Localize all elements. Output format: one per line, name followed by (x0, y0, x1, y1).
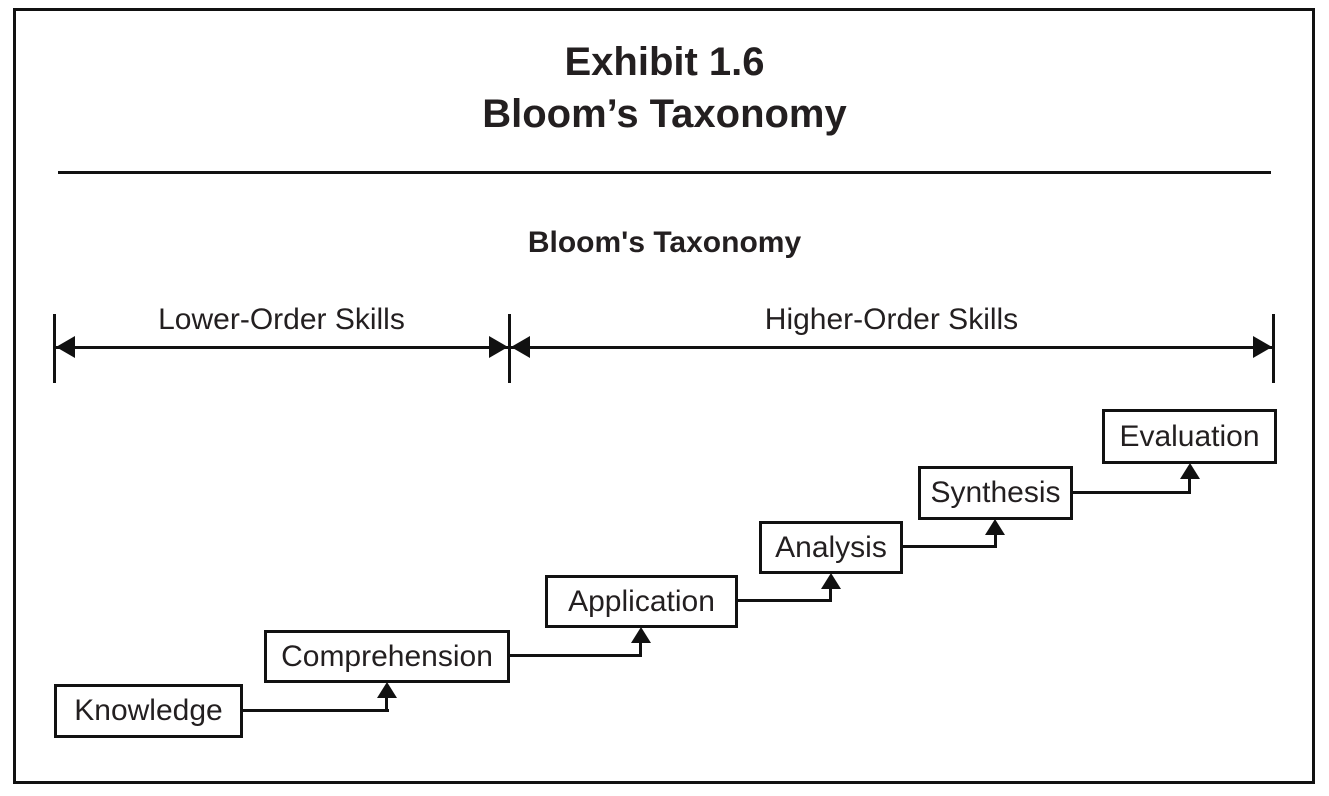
page-border-frame (13, 8, 1315, 784)
exhibit-number-title: Exhibit 1.6 (564, 40, 765, 84)
connector-comprehension-application-line (509, 654, 642, 657)
connector-arrowhead-up-icon (985, 519, 1005, 535)
connector-analysis-synthesis-stem (994, 533, 997, 548)
arrowhead-right-icon (1253, 336, 1272, 358)
title-divider-rule (58, 171, 1271, 174)
connector-application-analysis-line (737, 599, 832, 602)
lower-order-skills-label: Lower-Order Skills (158, 303, 405, 336)
step-box-comprehension: Comprehension (264, 630, 510, 683)
lower-order-arrow-line (54, 346, 510, 349)
connector-synthesis-evaluation-line (1072, 491, 1191, 494)
connector-arrowhead-up-icon (377, 682, 397, 698)
range-tick-right (1272, 314, 1275, 383)
step-box-synthesis: Synthesis (918, 466, 1073, 520)
connector-arrowhead-up-icon (631, 627, 651, 643)
arrowhead-left-icon (511, 336, 530, 358)
step-box-knowledge: Knowledge (54, 684, 243, 738)
connector-knowledge-comprehension-stem (385, 697, 388, 712)
connector-arrowhead-up-icon (1180, 463, 1200, 479)
range-tick-left (53, 314, 56, 383)
higher-order-arrow-line (510, 346, 1274, 349)
exhibit-title: Bloom’s Taxonomy (482, 92, 847, 136)
connector-analysis-synthesis-line (902, 545, 997, 548)
connector-application-analysis-stem (829, 587, 832, 602)
step-box-evaluation: Evaluation (1102, 409, 1277, 464)
connector-arrowhead-up-icon (821, 573, 841, 589)
higher-order-skills-label: Higher-Order Skills (764, 303, 1019, 336)
diagram-title: Bloom's Taxonomy (527, 226, 802, 259)
connector-synthesis-evaluation-stem (1188, 477, 1191, 494)
step-box-analysis: Analysis (759, 521, 903, 574)
arrowhead-right-icon (489, 336, 508, 358)
step-box-application: Application (545, 575, 738, 628)
connector-comprehension-application-stem (639, 641, 642, 657)
arrowhead-left-icon (56, 336, 75, 358)
range-tick-middle (508, 314, 511, 383)
connector-knowledge-comprehension-line (242, 709, 389, 712)
